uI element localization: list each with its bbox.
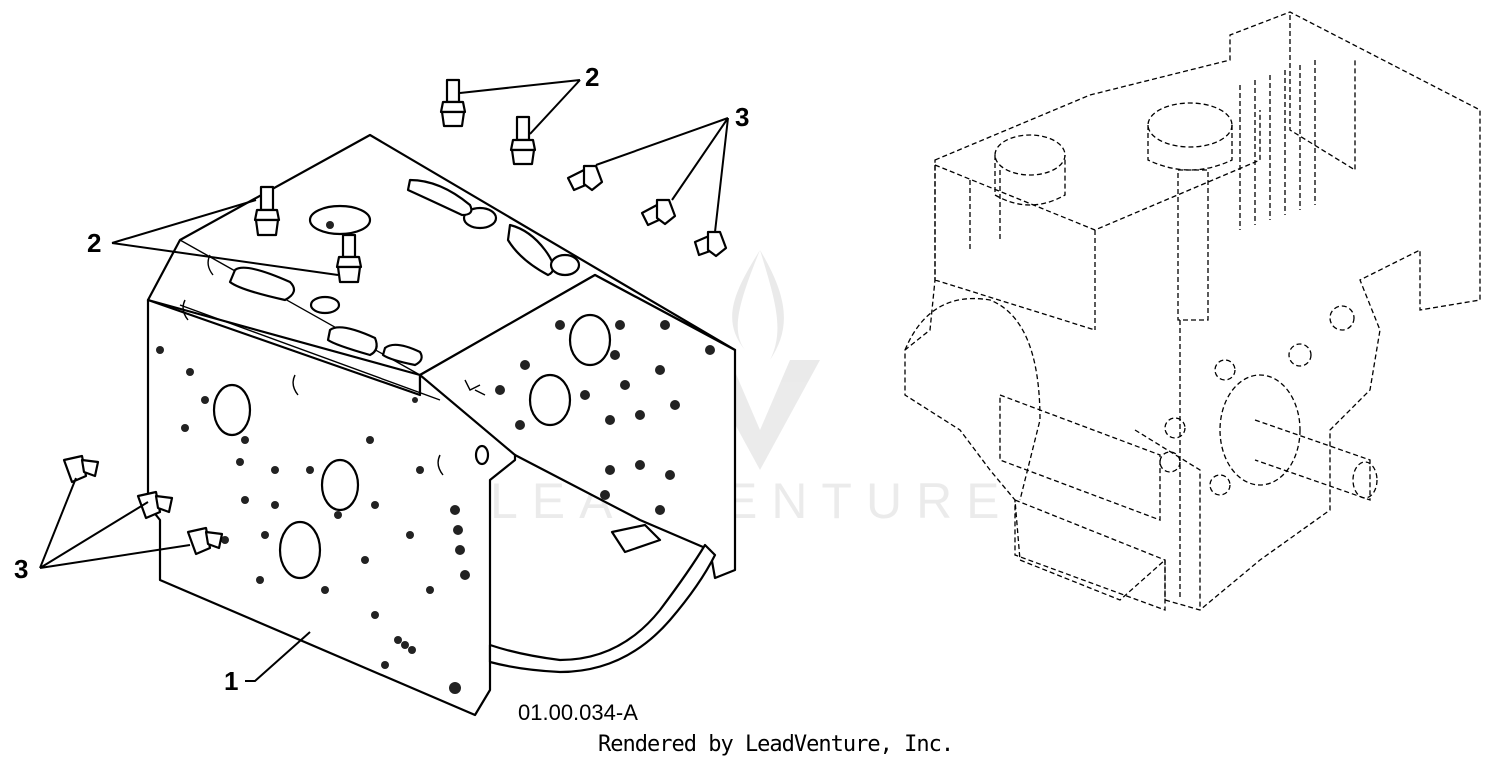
render-credit: Rendered by LeadVenture, Inc. — [598, 732, 954, 757]
screw-icon — [693, 230, 728, 258]
callout-stud-left: 2 — [87, 228, 101, 258]
screw-icon — [136, 490, 174, 520]
screw-icon — [640, 198, 677, 227]
figure-id: 01.00.034-A — [518, 700, 638, 725]
stud-bolt-icon — [509, 115, 537, 166]
callout-screw-top: 3 — [735, 102, 749, 132]
screw-icon — [566, 164, 604, 192]
stud-bolt-icon — [335, 233, 363, 284]
engine-outline — [904, 11, 1481, 611]
stud-bolt-icon — [253, 185, 281, 237]
callout-screw-left: 3 — [14, 554, 28, 584]
callout-stud-top: 2 — [585, 62, 599, 92]
engine-mount-frame — [146, 133, 737, 717]
callout-frame: 1 — [224, 666, 238, 696]
screw-icon — [186, 526, 224, 556]
screw-group — [62, 164, 728, 556]
stud-bolt-icon — [439, 78, 467, 128]
stud-bolt-group — [253, 78, 537, 284]
callout-leaders — [39, 79, 729, 682]
screw-icon — [62, 454, 100, 484]
